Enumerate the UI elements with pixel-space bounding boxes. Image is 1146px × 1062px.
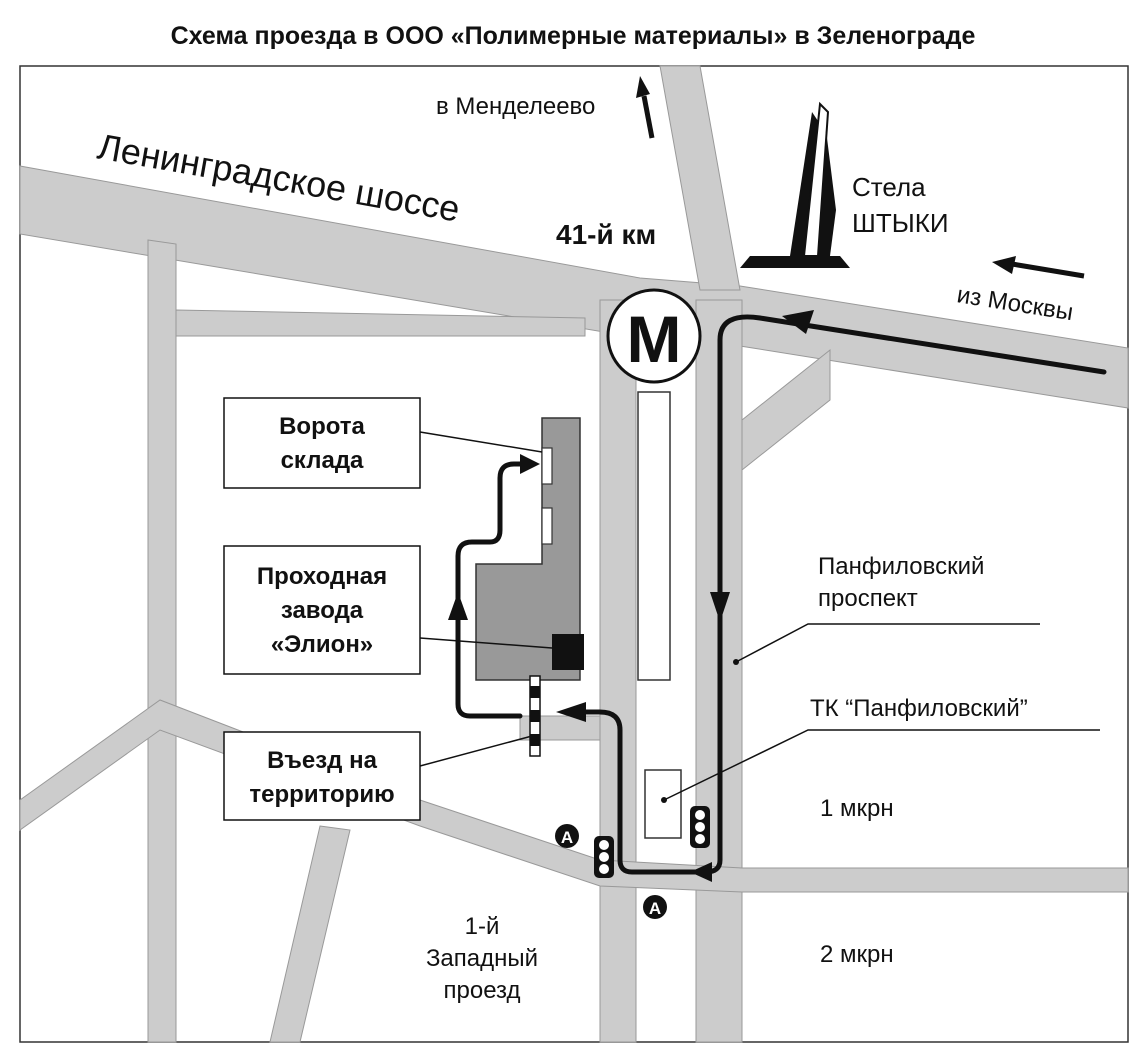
mcdonalds-logo: M [627,302,682,376]
leader-entry [419,735,533,767]
inner-road-top [175,309,586,337]
label-west-3: проезд [444,977,521,1004]
north-road [659,65,741,291]
arrow-from-moscow [1011,261,1085,279]
barrier-stripe [530,734,540,746]
leader-dot [661,797,667,803]
stela-bayonet [802,101,830,257]
label-41km: 41-й км [556,219,656,250]
arrow-to-mendeleevo-head [636,76,650,98]
driving-route [455,314,1107,875]
leader-panfilovsky [735,623,1040,663]
map-title: Схема проезда в ООО «Полимерные материал… [170,22,976,50]
route-arrows [448,310,814,882]
bus-stop-icon [643,895,667,919]
label-gates-line2: склада [281,447,364,474]
median-strip [637,391,671,681]
leader-dot [733,659,739,665]
label-west-1: 1-й [465,913,500,940]
direction-arrows [636,76,1085,279]
label-mkrn1: 1 мкрн [820,795,894,822]
traffic-light-east [690,806,710,848]
warehouse-gate-1 [541,447,553,485]
label-entry: Въезд на территорию [223,731,421,821]
roads [19,65,1129,1043]
leader-lines [419,431,1100,801]
west-passage [269,825,351,1043]
bus-stop-letter: A [561,828,573,847]
traffic-light-lamp [599,840,609,850]
label-stela-2: ШТЫКИ [852,208,949,238]
left-vertical-road [147,239,177,1043]
bus-stop-letter: A [649,899,661,918]
label-checkpoint-line1: Проходная [257,563,387,590]
label-checkpoint-line2: завода [281,597,364,624]
checkpoint-block [552,634,584,670]
label-gates: Ворота склада [223,397,421,489]
mcdonalds-icon [606,288,702,384]
route-arrowhead [448,592,468,620]
leader-gates [419,431,543,453]
label-panfilovsky-2: проспект [818,585,918,612]
label-gates-box [223,397,421,489]
label-checkpoint-box [223,545,421,675]
route-main [571,314,1107,875]
arrow-from-moscow-head [992,256,1016,274]
route-arrowhead [710,592,730,622]
route-arrowhead [690,862,712,882]
label-stela-1: Стела [852,172,926,202]
label-entry-box [223,731,421,821]
barrier-stripe [530,686,540,698]
label-checkpoint: Проходная завода «Элион» [223,545,421,675]
route-arrowhead [556,702,586,722]
route-arrowhead [782,310,814,334]
east-branch [741,348,831,472]
label-west-2: Западный [426,945,538,972]
traffic-light-lamp [599,852,609,862]
label-entry-line2: территорию [249,781,394,808]
leader-checkpoint [419,637,553,649]
label-panfilovsky-1: Панфиловский [818,553,984,580]
leningradskoe-road [19,165,1129,409]
label-mkrn2: 2 мкрн [820,941,894,968]
label-entry-line1: Въезд на [267,747,378,774]
route-arrowhead [520,454,540,474]
traffic-light-west [594,836,614,878]
traffic-light-lamp [599,864,609,874]
leader-tk [663,729,1100,801]
panfilovsky-west [599,299,637,1043]
stela-bayonet [790,112,820,256]
route-inner [455,461,533,719]
stela-base [740,256,850,268]
tk-building [644,769,682,839]
label-gates-line1: Ворота [279,413,365,440]
traffic-light-lamp [695,834,705,844]
label-to-mendeleevo: в Менделеево [436,93,595,120]
label-checkpoint-line3: «Элион» [271,631,373,658]
traffic-light-lamp [695,822,705,832]
arrow-to-mendeleevo [641,95,655,139]
factory-building [475,417,581,681]
stela-monument [740,101,850,268]
barrier-stripe [530,710,540,722]
label-tk: ТК “Панфиловский” [810,695,1028,722]
stela-bayonet [818,130,836,256]
warehouse-gate-2 [541,507,553,545]
bus-stop-icon [555,824,579,848]
traffic-light-lamp [695,810,705,820]
